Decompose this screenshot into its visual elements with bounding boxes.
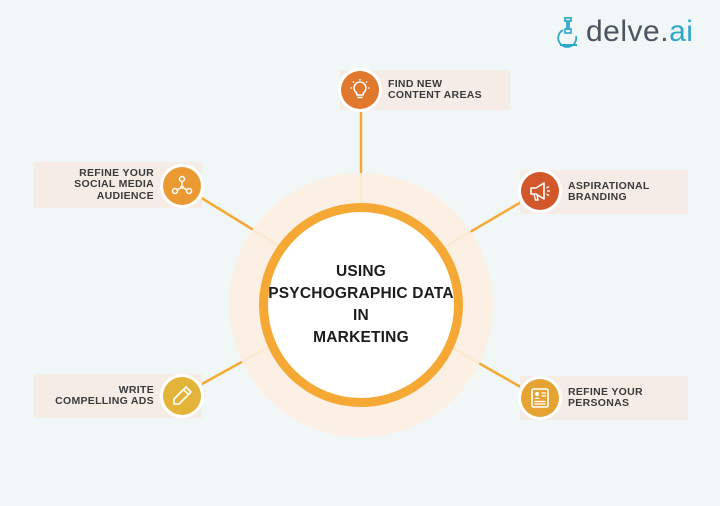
network-icon: [171, 175, 193, 195]
center-title-line: PSYCHOGRAPHIC DATA: [268, 285, 454, 302]
center-title-line: IN: [353, 307, 369, 324]
microscope-icon: [557, 17, 578, 48]
node-find-content: [338, 68, 382, 112]
persona-card-icon: [531, 388, 549, 408]
node-aspirational-branding: [518, 169, 562, 213]
node-refine-personas: [518, 376, 562, 420]
center-title-line: USING: [335, 263, 387, 280]
center-circle: USING PSYCHOGRAPHIC DATA IN MARKETING: [259, 203, 463, 407]
node-refine-social-audience: [160, 164, 204, 208]
megaphone-icon: [530, 182, 550, 201]
logo: delve.ai: [556, 14, 693, 50]
logo-text: delve.ai: [586, 15, 694, 48]
node-write-compelling-ads: [160, 374, 204, 418]
center-title-line: MARKETING: [313, 329, 409, 346]
lightbulb-icon: [350, 79, 370, 99]
pencil-icon: [173, 386, 192, 405]
